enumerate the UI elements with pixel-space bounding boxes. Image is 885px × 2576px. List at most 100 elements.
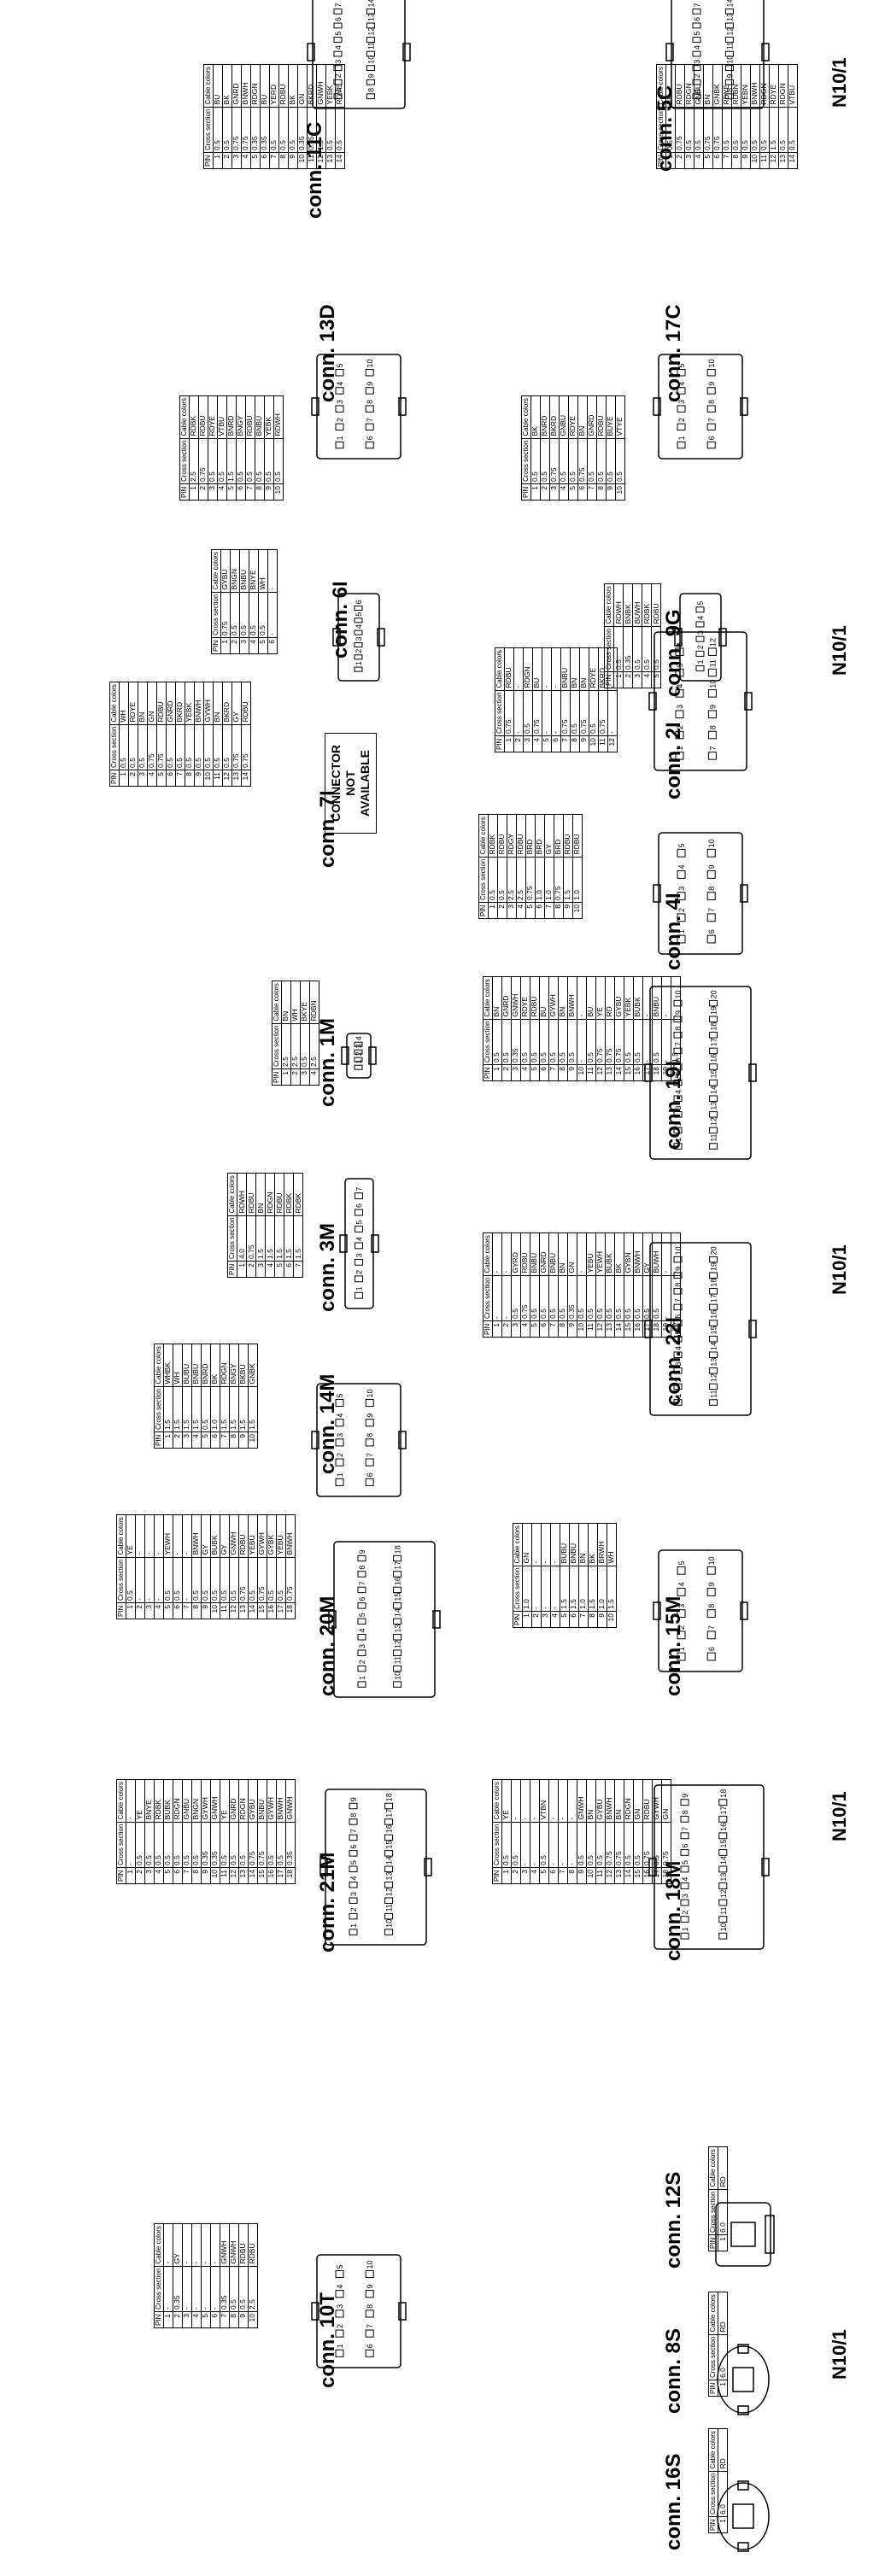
svg-text:18: 18	[710, 1279, 718, 1287]
cross-section: 0.35	[250, 107, 260, 153]
cross-section: -	[154, 1557, 163, 1603]
pin-number: 10	[577, 1320, 586, 1338]
cable-color: -	[267, 549, 277, 593]
svg-text:1: 1	[674, 1394, 683, 1398]
cross-section: 1.5	[220, 1386, 229, 1432]
cross-section: 0.5	[558, 1275, 567, 1321]
cable-color: RDBK	[189, 395, 198, 439]
pin-table-header: PIN	[227, 1261, 237, 1278]
svg-text:3: 3	[681, 1894, 689, 1898]
svg-text:5: 5	[355, 612, 363, 617]
cross-section: 0.5	[220, 1557, 229, 1603]
pin-number: 7	[175, 770, 185, 787]
pin-table-header: Cross section	[483, 1275, 492, 1321]
page-label: N10/1	[829, 625, 850, 676]
cross-section: 1.5	[238, 1386, 248, 1432]
cross-section: 0.5	[633, 1275, 642, 1321]
svg-text:11: 11	[719, 1906, 728, 1914]
cable-color: GY	[173, 2223, 182, 2267]
pin-number: 15	[257, 1602, 267, 1619]
cable-color: GY	[201, 1514, 210, 1558]
cable-color: YERD	[269, 64, 278, 108]
pin-number: 8	[229, 2311, 238, 2328]
table-row: 12--	[607, 647, 617, 752]
svg-text:10: 10	[385, 1919, 394, 1928]
cross-section: 2.5	[290, 1023, 300, 1069]
svg-text:15: 15	[394, 1593, 402, 1601]
cross-section: 0.5	[230, 592, 239, 638]
cross-section: 0.5	[238, 2266, 248, 2312]
table-row: 4--	[191, 2223, 201, 2328]
pin-number: 5	[530, 1064, 539, 1081]
pin-number: 4	[516, 902, 525, 919]
cross-section: -	[182, 2266, 191, 2312]
pin-number: 11	[586, 1064, 595, 1081]
pin-number: 11	[307, 152, 316, 169]
cross-section: 0.75	[579, 690, 589, 736]
pin-number: 5	[163, 1602, 173, 1619]
pin-number: 8	[588, 1611, 597, 1628]
cable-color: RDBU	[520, 1232, 530, 1276]
svg-text:2: 2	[677, 1625, 686, 1630]
cable-color: RDGN	[523, 647, 532, 691]
cross-section: 0.75	[703, 107, 712, 153]
cross-section: 0.5	[722, 107, 731, 153]
table-row: 5--	[542, 647, 551, 752]
cable-color: -	[126, 1779, 135, 1823]
pin-number: 7	[548, 1064, 558, 1081]
svg-text:13: 13	[394, 1625, 402, 1633]
cable-color: BNBU	[191, 1344, 201, 1387]
svg-text:15: 15	[710, 1069, 718, 1078]
cable-color: BNRD	[201, 1344, 210, 1387]
cable-color: BN	[614, 1779, 624, 1823]
svg-text:10: 10	[674, 1246, 683, 1255]
cross-section: 0.5	[245, 438, 255, 484]
pin-number: 4	[559, 483, 568, 501]
cross-section: 0.5	[229, 1822, 238, 1868]
cable-color: BNGY	[229, 1344, 238, 1387]
cross-section: 1.5	[191, 1386, 201, 1432]
cable-color: -	[550, 1523, 560, 1566]
svg-text:3: 3	[336, 400, 344, 404]
svg-text:14: 14	[710, 1342, 718, 1350]
cable-color: -	[577, 976, 586, 1020]
pin-number: 3	[208, 483, 217, 501]
pin-number: 5	[568, 483, 577, 501]
cable-color: -	[191, 2223, 201, 2267]
svg-text:8: 8	[674, 1283, 683, 1287]
cross-section: 0.5	[750, 107, 759, 153]
pin-number: 7	[245, 483, 255, 501]
cross-section: 0.75	[241, 724, 250, 770]
pin-number: 8	[278, 152, 288, 169]
svg-text:12: 12	[708, 638, 717, 647]
svg-text:16: 16	[394, 1577, 402, 1585]
cable-color: RDYE	[568, 395, 577, 439]
pin-table-header: Cable colors	[483, 1232, 492, 1276]
svg-text:2: 2	[349, 1907, 358, 1912]
cross-section: 0.5	[788, 107, 797, 153]
pin-number: 4	[154, 1602, 163, 1619]
svg-text:9: 9	[725, 73, 734, 78]
